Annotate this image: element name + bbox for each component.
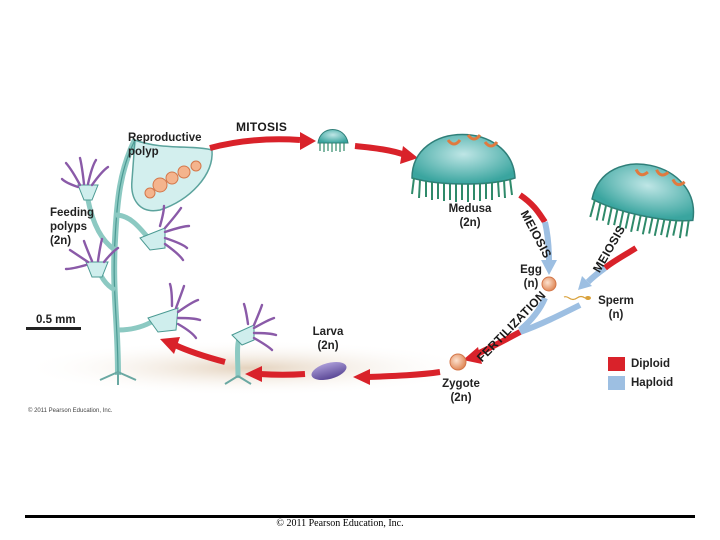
new-polyp bbox=[224, 302, 278, 385]
diploid-swatch bbox=[608, 357, 625, 371]
sperm-label: Sperm (n) bbox=[598, 295, 634, 321]
egg bbox=[541, 276, 557, 292]
mitosis-label: MITOSIS bbox=[236, 120, 288, 134]
medusa-label: Medusa (2n) bbox=[448, 203, 492, 229]
cycle-arrows bbox=[160, 132, 638, 385]
feeding-polyps-label: Feeding polyps (2n) bbox=[50, 207, 95, 247]
reproductive-polyp-label: Reproductive polyp bbox=[128, 132, 202, 158]
diploid-label: Diploid bbox=[631, 358, 670, 370]
egg-label: Egg (n) bbox=[520, 264, 542, 290]
haploid-label: Haploid bbox=[631, 377, 674, 389]
larva bbox=[311, 361, 347, 381]
medusa-right bbox=[589, 163, 695, 239]
medusa bbox=[411, 133, 516, 202]
scale-bar bbox=[26, 327, 81, 330]
larva-label: Larva (2n) bbox=[312, 326, 344, 352]
scale-label: 0.5 mm bbox=[36, 314, 76, 326]
footer-rule bbox=[25, 515, 695, 518]
zygote-label: Zygote (2n) bbox=[442, 378, 480, 404]
sperm bbox=[563, 295, 591, 301]
small-medusa bbox=[317, 129, 349, 152]
seabed bbox=[20, 340, 480, 396]
haploid-swatch bbox=[608, 376, 625, 390]
zygote bbox=[449, 353, 467, 371]
image-copyright: © 2011 Pearson Education, Inc. bbox=[28, 408, 113, 414]
footer-copyright: © 2011 Pearson Education, Inc. bbox=[276, 518, 404, 529]
polyp-colony bbox=[60, 138, 213, 385]
